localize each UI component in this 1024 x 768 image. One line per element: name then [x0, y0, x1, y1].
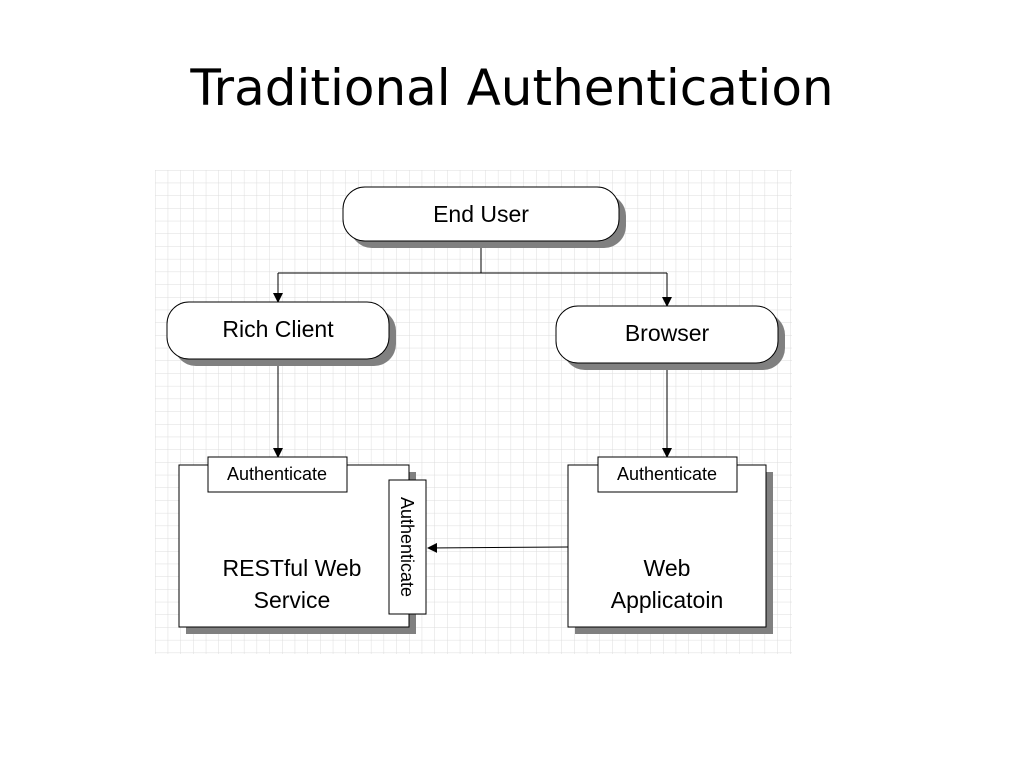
rest-authenticate-tag-top: Authenticate — [207, 456, 348, 493]
node-rich-client: Rich Client — [166, 301, 396, 366]
webapp-authenticate-tag: Authenticate — [597, 456, 738, 493]
restful-label-line2: Service — [254, 587, 331, 613]
node-end-user: End User — [342, 186, 626, 248]
connector-webapp-to-rest — [427, 542, 569, 553]
rest-authenticate-tag-side: Authenticate — [388, 479, 427, 615]
browser-label: Browser — [625, 320, 710, 346]
node-browser: Browser — [555, 305, 785, 370]
slide-title: Traditional Authentication — [190, 59, 834, 117]
webapp-label-line1: Web — [644, 555, 691, 581]
end-user-label: End User — [433, 201, 529, 227]
restful-label-line1: RESTful Web — [223, 555, 362, 581]
rest-authenticate-top-label: Authenticate — [227, 464, 327, 484]
rest-authenticate-side-label: Authenticate — [397, 497, 417, 597]
rich-client-label: Rich Client — [222, 316, 334, 342]
webapp-authenticate-label: Authenticate — [617, 464, 717, 484]
webapp-label-line2: Applicatoin — [611, 587, 724, 613]
connectors — [273, 243, 672, 553]
